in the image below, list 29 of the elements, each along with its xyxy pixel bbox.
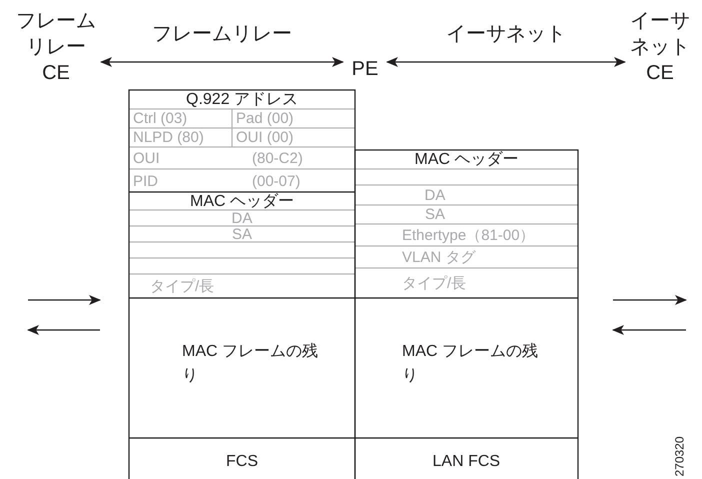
field-value: SA xyxy=(232,226,252,242)
field-value: タイプ/長 xyxy=(150,278,214,294)
field-value: Ethertype（81-00） xyxy=(402,226,535,244)
field-value: SA xyxy=(425,206,446,222)
field-value: Ctrl (03) xyxy=(133,110,188,126)
field-label: FCS xyxy=(226,452,258,470)
field-value: NLPD (80) xyxy=(133,128,204,146)
field-value: OUI xyxy=(133,150,160,166)
double-arrow xyxy=(386,57,626,67)
field-label: Q.922 アドレス xyxy=(186,90,298,108)
field-label: MAC ヘッダー xyxy=(190,192,294,210)
field-label: MAC ヘッダー xyxy=(414,150,518,168)
field-label: LAN FCS xyxy=(432,452,500,470)
double-arrow xyxy=(100,57,344,67)
endpoint-label: イーサネット CE xyxy=(628,8,692,86)
figure-number: 270320 xyxy=(672,436,688,477)
field-label: MAC フレームの残り xyxy=(402,342,539,386)
field-value: VLAN タグ xyxy=(402,248,476,266)
field-value: OUI (00) xyxy=(236,128,294,146)
field-value: (00-07) xyxy=(252,172,300,190)
field-value: (80-C2) xyxy=(252,150,303,166)
field-label: MAC フレームの残り xyxy=(182,342,319,386)
endpoint-label: フレームリレー CE xyxy=(14,8,98,86)
field-value: Pad (00) xyxy=(236,110,294,126)
field-value: タイプ/長 xyxy=(402,274,466,292)
field-value: PID xyxy=(133,172,158,190)
field-value: DA xyxy=(424,186,446,204)
field-value: DA xyxy=(232,210,252,226)
endpoint-label: PE xyxy=(346,56,384,82)
